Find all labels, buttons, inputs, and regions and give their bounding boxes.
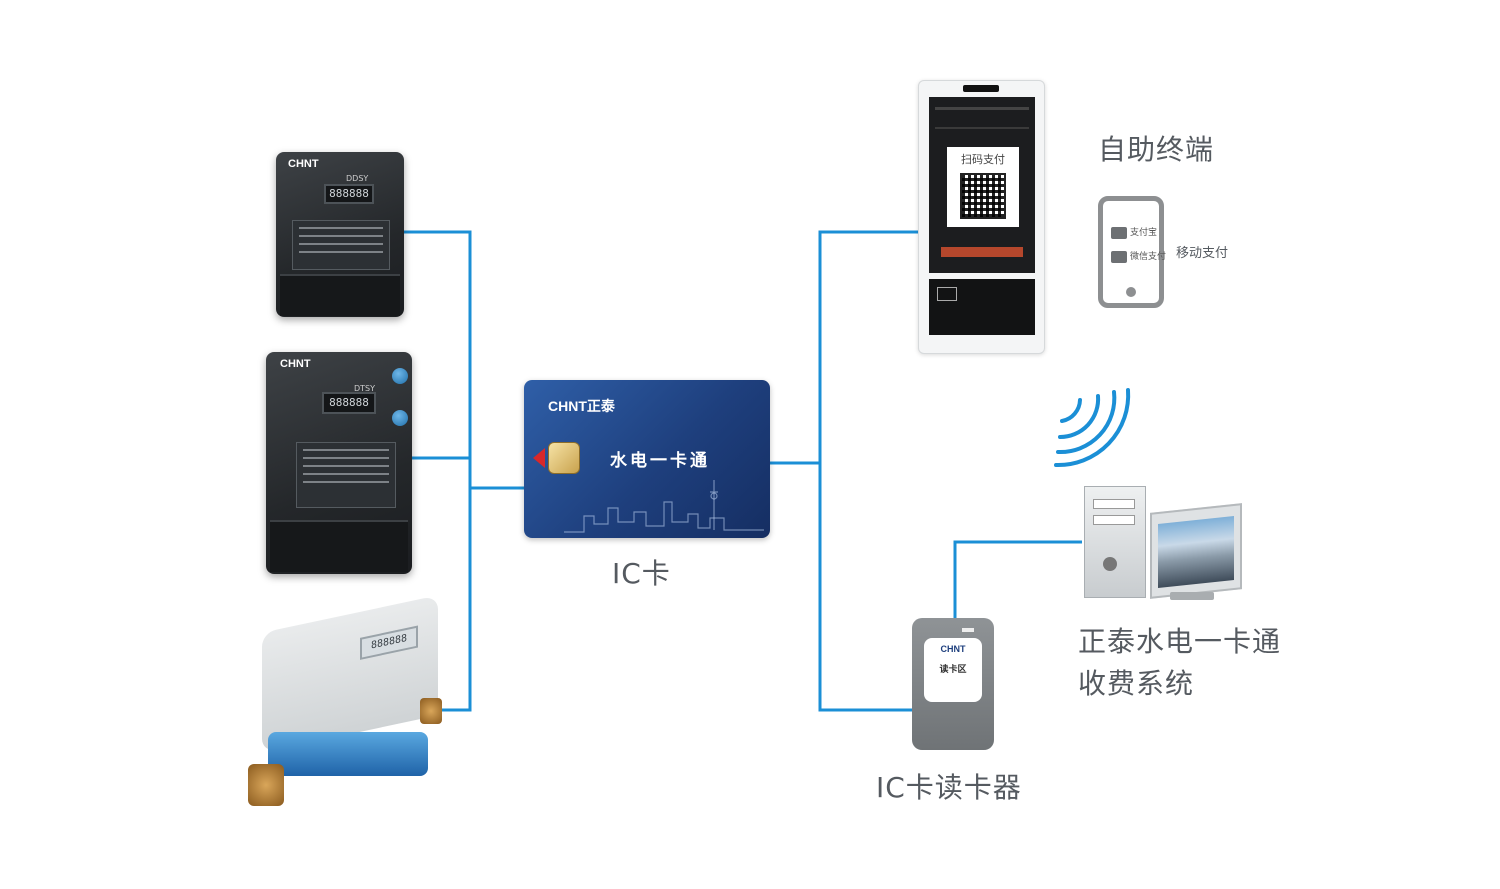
- chip-icon: [548, 442, 580, 474]
- ic-card-reader: CHNT 读卡区: [912, 618, 994, 750]
- reader-brand: CHNT: [940, 644, 966, 654]
- monitor-stand: [1170, 592, 1214, 600]
- mobile-pay-label: 移动支付: [1176, 246, 1229, 261]
- city-skyline-icon: [564, 480, 764, 533]
- meter-nameplate: [292, 220, 390, 270]
- water-meter-fitting: [420, 698, 442, 724]
- kiosk-action-button: [941, 247, 1023, 257]
- single-phase-electric-meter: CHNT DTSY 888888: [266, 352, 412, 574]
- wire-kiosk: [818, 230, 918, 712]
- ic-card-brand: CHNT正泰: [548, 398, 615, 414]
- meter-model: DTSY: [354, 384, 376, 393]
- alipay-label: 支付宝: [1130, 228, 1158, 238]
- wechat-pay-label: 微信支付: [1130, 252, 1167, 262]
- drive-bay: [1093, 515, 1135, 525]
- kiosk-screen-bar: [935, 107, 1029, 110]
- alipay-icon: [1111, 226, 1127, 239]
- chip-arrow-icon: [533, 448, 545, 468]
- self-service-kiosk: 扫码支付: [918, 80, 1045, 354]
- water-meter-body: 888888: [262, 595, 438, 753]
- meter-brand: CHNT: [288, 158, 319, 170]
- meter-button-icon: [392, 410, 408, 426]
- meter-display: 888888: [322, 392, 376, 414]
- water-meter-fitting: [248, 764, 284, 806]
- power-button-icon: [1103, 557, 1117, 571]
- phone-home-button: [1126, 287, 1136, 297]
- meter-nameplate: [296, 442, 396, 508]
- qr-payment-popup: 扫码支付: [947, 147, 1019, 227]
- drive-bay: [1093, 499, 1135, 509]
- meter-terminal-cover: [280, 274, 400, 316]
- wire-meter1: [404, 230, 472, 712]
- card-slot-icon: [937, 287, 957, 301]
- qr-code-icon: [960, 173, 1006, 219]
- reader-face: CHNT 读卡区: [924, 638, 982, 702]
- wechat-pay-option: 微信支付: [1111, 249, 1166, 263]
- water-meter-display: 888888: [360, 625, 418, 660]
- meter-button-icon: [392, 368, 408, 384]
- wechat-pay-icon: [1111, 250, 1127, 263]
- qr-payment-title: 扫码支付: [961, 153, 1005, 166]
- wifi-signal-icon: [1054, 388, 1131, 468]
- three-phase-electric-meter: CHNT DDSY 888888: [276, 152, 404, 317]
- water-meter-pipe: [268, 732, 428, 776]
- kiosk-screen: 扫码支付: [929, 97, 1035, 273]
- system-label-line1: 正泰水电一卡通: [1078, 625, 1282, 658]
- ic-card-caption: IC卡: [612, 557, 671, 590]
- mobile-phone: 支付宝 微信支付: [1098, 196, 1166, 308]
- ic-card: CHNT正泰 水电一卡通: [524, 380, 770, 538]
- monitor-screen: [1158, 516, 1234, 588]
- pc-tower: [1084, 486, 1146, 598]
- meter-terminal-cover: [270, 520, 408, 572]
- kiosk-label: 自助终端: [1098, 133, 1215, 166]
- kiosk-screen-bar: [935, 127, 1029, 129]
- system-label-line2: 收费系统: [1078, 667, 1195, 700]
- meter-brand: CHNT: [280, 358, 311, 370]
- reader-zone-text: 读卡区: [939, 665, 967, 675]
- reader-indicator-icon: [962, 628, 974, 632]
- wire-reader-pc: [953, 540, 1082, 618]
- kiosk-camera: [963, 85, 999, 92]
- card-reader-label: IC卡读卡器: [876, 771, 1022, 804]
- meter-model: DDSY: [346, 174, 369, 183]
- meter-display: 888888: [324, 184, 374, 204]
- kiosk-card-slot-panel: [929, 279, 1035, 335]
- pc-monitor: [1150, 503, 1242, 599]
- water-meter: 888888: [248, 595, 444, 810]
- alipay-option: 支付宝: [1111, 225, 1157, 239]
- ic-card-title: 水电一卡通: [610, 451, 710, 471]
